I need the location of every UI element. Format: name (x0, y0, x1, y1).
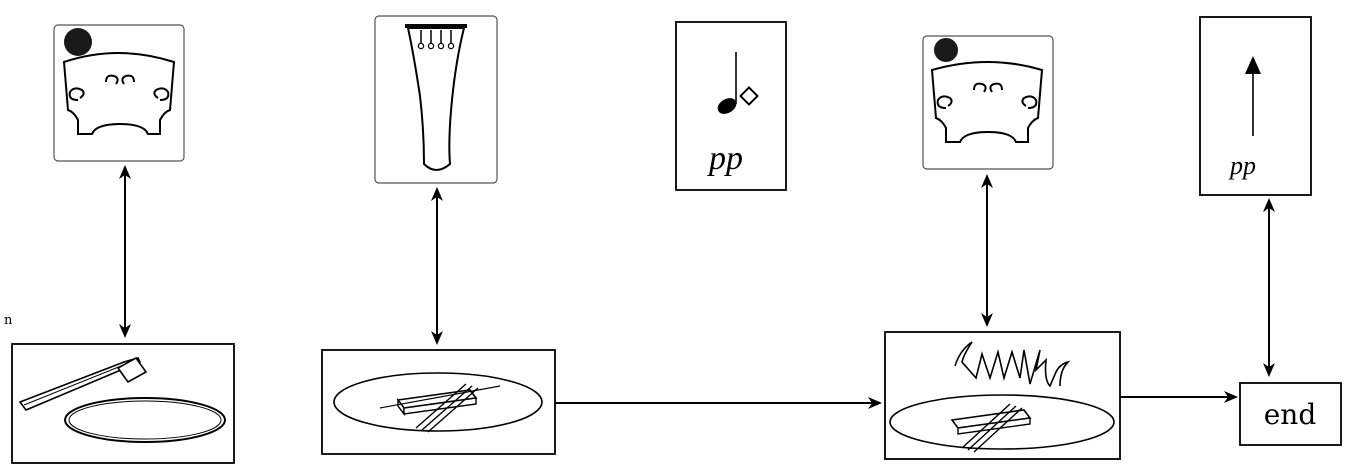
tailpiece-panel (374, 15, 498, 184)
tailpiece-icon (405, 24, 467, 171)
bridge-panel-2 (922, 35, 1054, 170)
bow-string-panel (321, 349, 556, 455)
stray-letter: n (4, 313, 13, 328)
bridge-panel-1 (53, 24, 185, 162)
end-label: end (1264, 398, 1317, 431)
dynamic-marking: pp (1228, 151, 1256, 180)
scratch-string-panel (884, 331, 1121, 460)
connectors (119, 165, 1275, 409)
scratch-noise-on-string-icon (889, 341, 1115, 453)
violin-bridge-with-dot-icon (930, 38, 1044, 143)
dynamic-marking: pp (707, 140, 743, 177)
violin-bridge-with-dot-icon (62, 28, 176, 135)
arrow-dynamic-panel: pp (1199, 16, 1312, 196)
note-with-harmonic-icon (717, 52, 759, 114)
bow-circle-panel (11, 343, 235, 464)
up-arrow-icon (1245, 56, 1261, 136)
end-node: end (1239, 382, 1342, 446)
bow-on-string-ellipse-icon (333, 372, 543, 433)
note-dynamic-panel: pp (675, 21, 787, 191)
bow-and-circle-icon (18, 356, 226, 443)
